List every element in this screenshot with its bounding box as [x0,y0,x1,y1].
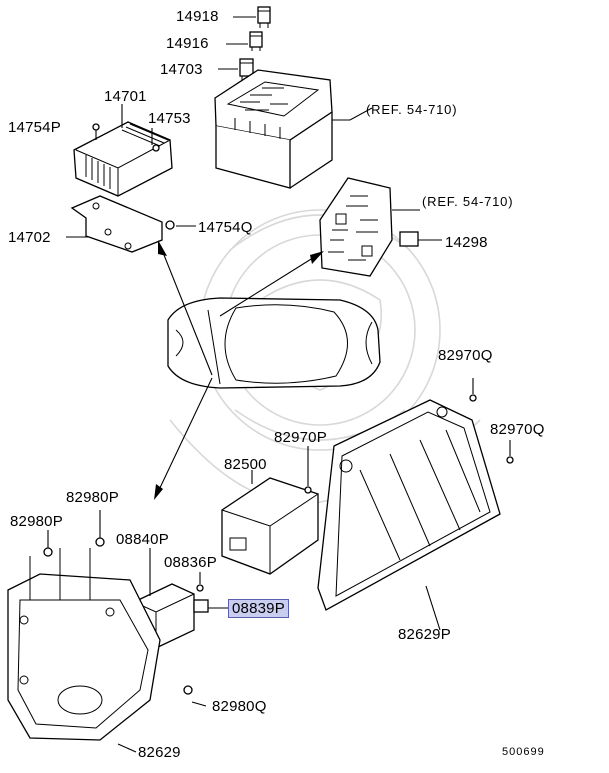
label-14754P[interactable]: 14754P [8,119,61,136]
label-82500[interactable]: 82500 [224,456,267,473]
label-82980Q[interactable]: 82980Q [212,698,267,715]
vehicle-outline [167,297,381,389]
label-82980P-left[interactable]: 82980P [10,513,63,530]
relay-14918 [257,6,271,28]
relay-14298 [399,231,419,247]
connector-08839P [193,599,209,613]
label-14703[interactable]: 14703 [160,61,203,78]
label-08839P-highlighted[interactable]: 08839P [228,599,289,618]
label-82970P[interactable]: 82970P [274,429,327,446]
label-08840P[interactable]: 08840P [116,531,169,548]
label-14918[interactable]: 14918 [176,8,219,25]
label-82970Q-upper[interactable]: 82970Q [438,347,493,364]
label-14916[interactable]: 14916 [166,35,209,52]
label-ref-junction-block[interactable]: (REF. 54-710) [422,194,514,209]
label-14298[interactable]: 14298 [445,234,488,251]
label-82970Q-lower[interactable]: 82970Q [490,421,545,438]
label-82980P-right[interactable]: 82980P [66,489,119,506]
label-14702[interactable]: 14702 [8,229,51,246]
junction-block [319,177,393,277]
diagram-code: 500699 [502,746,545,758]
label-14754Q[interactable]: 14754Q [198,219,253,236]
label-14701[interactable]: 14701 [104,88,147,105]
relay-14916 [249,31,263,51]
label-82629[interactable]: 82629 [138,744,181,761]
module-82500 [221,477,319,575]
under-cover-82629P [317,399,501,611]
bracket-82629 [7,548,161,741]
label-82629P[interactable]: 82629P [398,626,451,643]
ecu-14701 [73,121,173,197]
label-08836P[interactable]: 08836P [164,554,217,571]
label-ref-relay-box[interactable]: (REF. 54-710) [366,102,458,117]
bracket-14702 [70,195,163,253]
relay-box [214,69,333,189]
label-14753[interactable]: 14753 [148,110,191,127]
